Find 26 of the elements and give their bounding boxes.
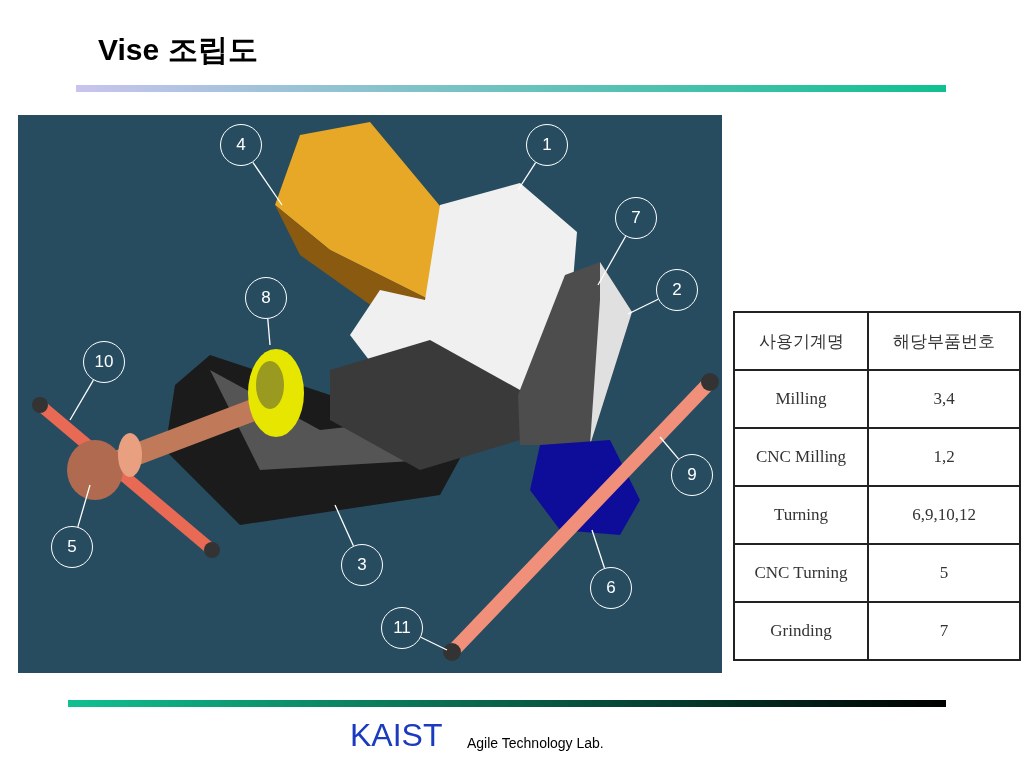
leader-line <box>334 504 355 547</box>
leader-line <box>420 636 448 651</box>
table-cell: Grinding <box>734 602 868 660</box>
leader-line <box>659 436 680 460</box>
header-cell: 해당부품번호 <box>868 312 1020 370</box>
leader-line <box>252 161 283 206</box>
table-cell: CNC Turning <box>734 544 868 602</box>
leader-line <box>627 298 659 315</box>
leader-line <box>77 484 91 528</box>
leader-line <box>591 529 606 569</box>
table-cell: 5 <box>868 544 1020 602</box>
table-cell: CNC Milling <box>734 428 868 486</box>
leader-line <box>597 235 627 286</box>
leader-line <box>517 162 537 191</box>
header-cell: 사용기계명 <box>734 312 868 370</box>
footer-text: Agile Technology Lab. <box>467 735 604 751</box>
table-cell: 1,2 <box>868 428 1020 486</box>
table-cell: 3,4 <box>868 370 1020 428</box>
table-cell: Turning <box>734 486 868 544</box>
title: Vise 조립도 <box>98 32 258 68</box>
table-cell: 7 <box>868 602 1020 660</box>
leader-line <box>267 318 271 346</box>
table-cell: Milling <box>734 370 868 428</box>
footer-text: KAIST <box>350 717 443 754</box>
leader-line <box>69 379 95 421</box>
table-cell: 6,9,10,12 <box>868 486 1020 544</box>
